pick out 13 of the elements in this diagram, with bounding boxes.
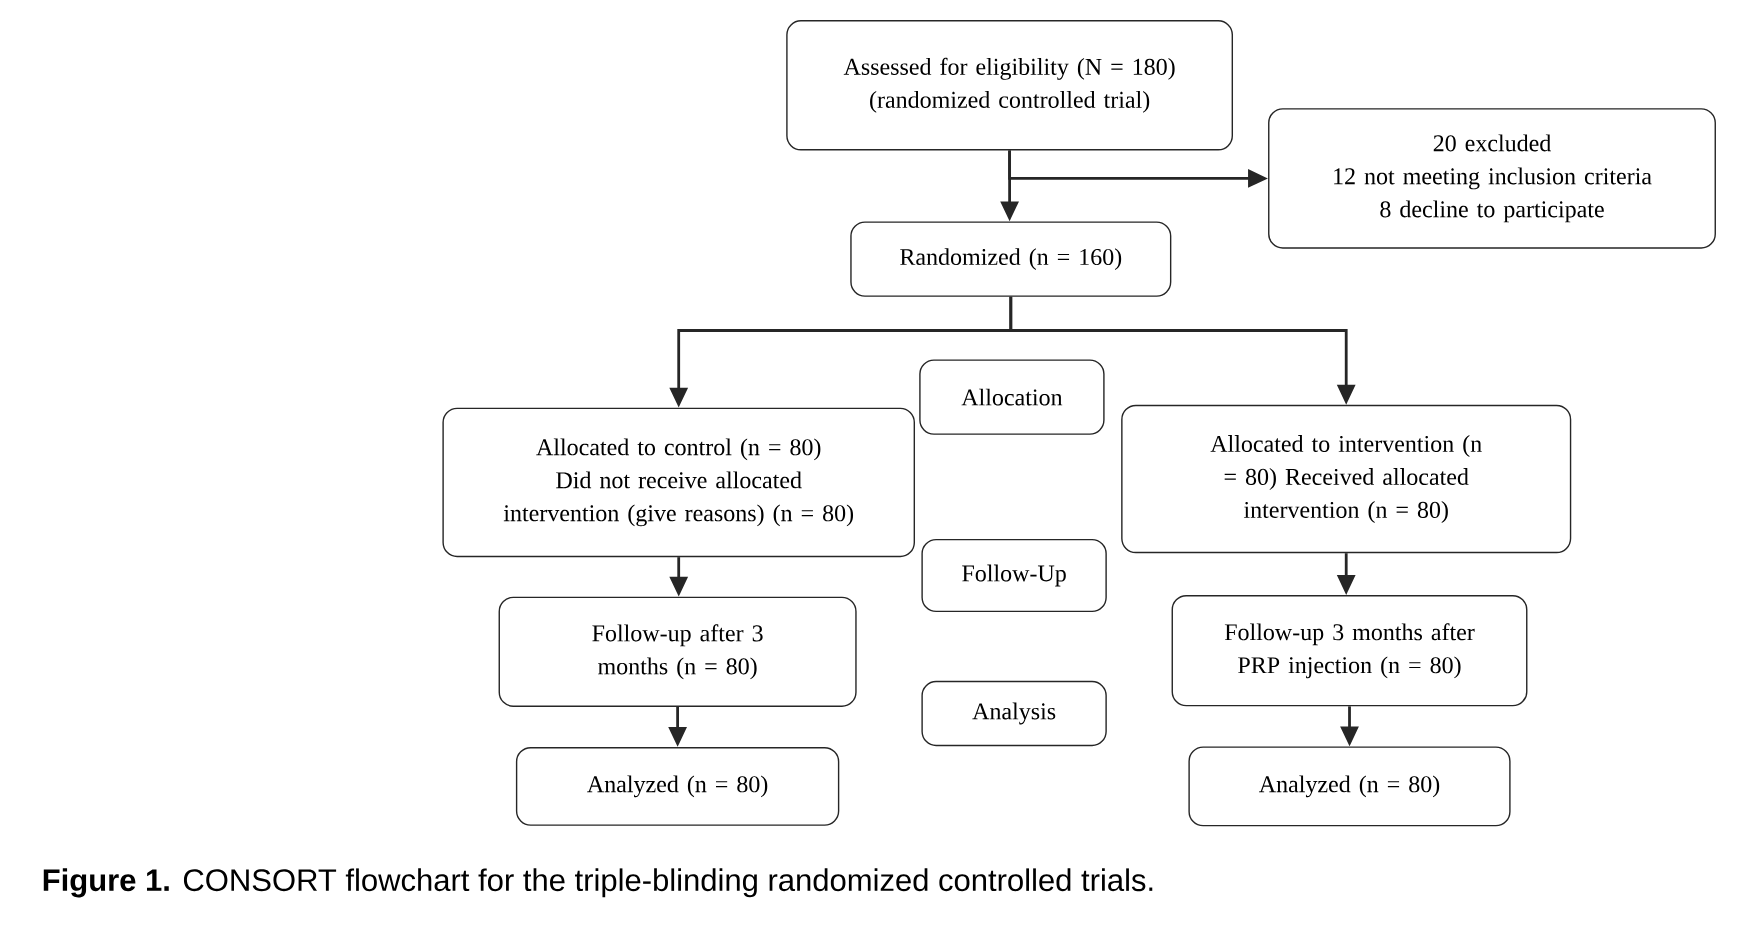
process-box: Follow-up after 3 months (n = 80)	[498, 596, 857, 707]
process-box: Analyzed (n = 80)	[515, 747, 840, 826]
process-box: Randomized (n = 160)	[850, 221, 1172, 297]
caption: Figure 1. CONSORT flowchart for the triple-blinding randomized controlled trials.	[43, 868, 1153, 898]
stage-label-box: Allocation	[919, 359, 1105, 435]
stage-label-box: Analysis	[921, 680, 1107, 747]
stage-label-box: Follow-Up	[921, 538, 1107, 613]
process-box: 20 excluded 12 not meeting inclusion criteria 8 decline to participate	[1268, 108, 1716, 249]
process-box: Allocated to intervention (n = 80) Received allocated intervention (n = 80)	[1121, 404, 1572, 554]
process-box: Allocated to control (n = 80) Did not receive allocated intervention (give reasons) (n = 80)	[442, 407, 915, 558]
process-box: Assessed for eligibility (N = 180) (randomized controlled trial)	[786, 20, 1233, 151]
process-box: Analyzed (n = 80)	[1188, 746, 1511, 827]
process-box: Follow-up 3 months after PRP injection (n = 80)	[1171, 595, 1528, 707]
